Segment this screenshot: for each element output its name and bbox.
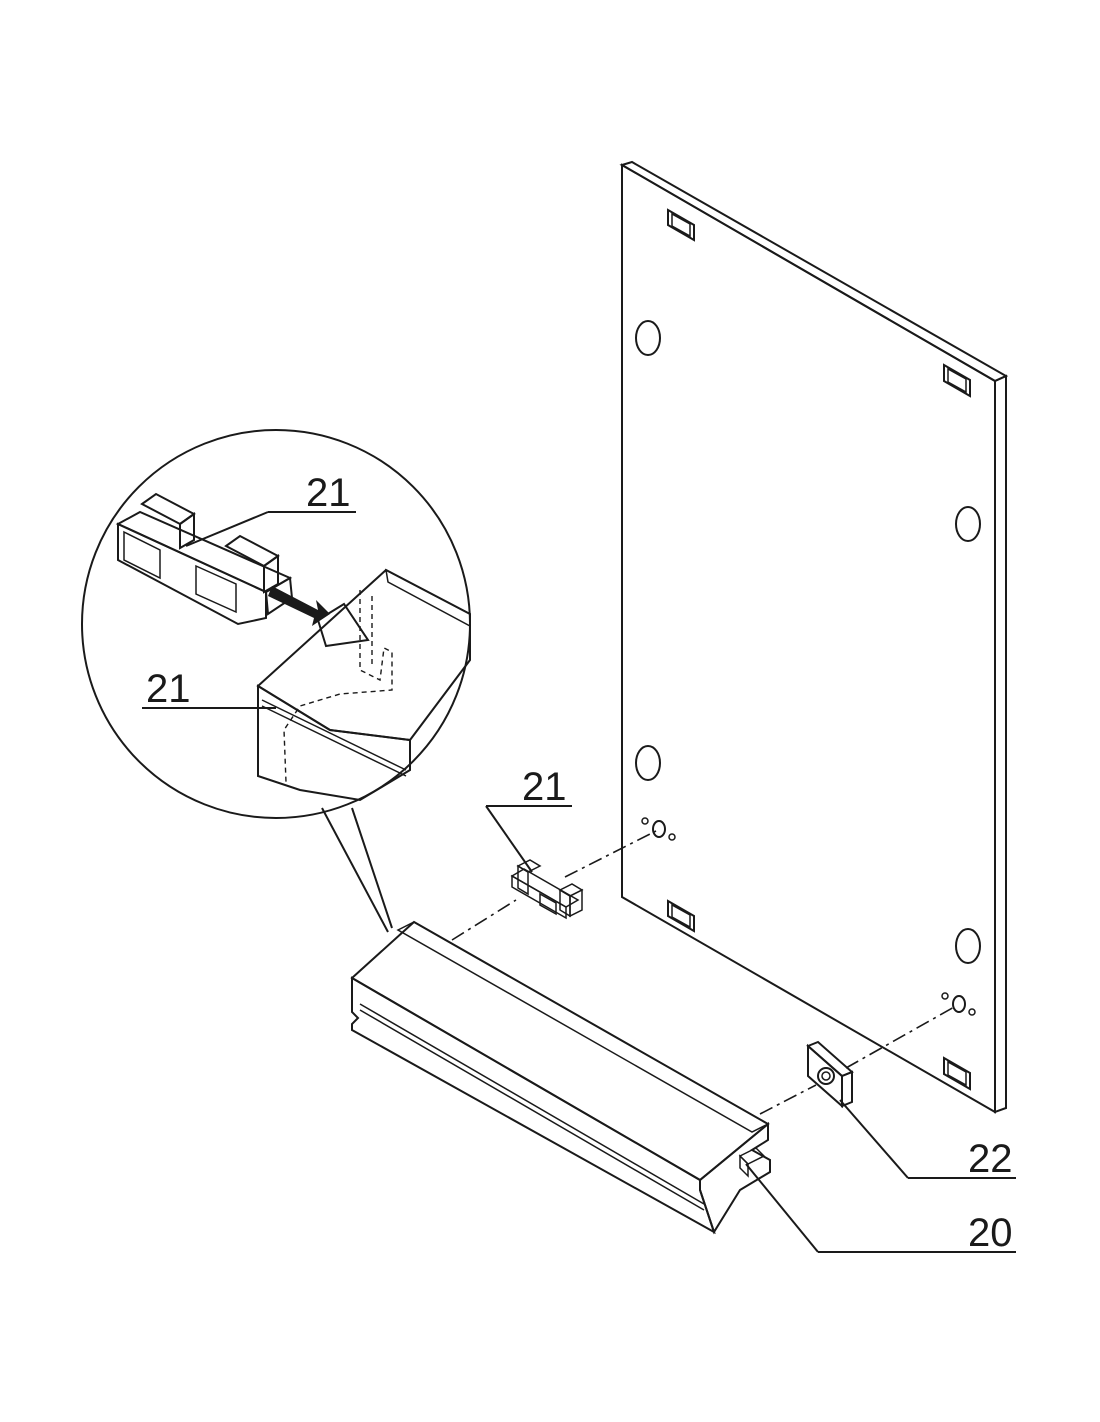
front-panel [619, 160, 1009, 1114]
callout-22-nut: 22 [968, 1137, 1013, 1181]
panel-fixing-holes-left [641, 817, 676, 841]
panel-face [621, 163, 996, 1114]
detail-clip [115, 492, 294, 626]
detail-circle [81, 429, 471, 819]
assembly-center-lines [451, 830, 957, 1115]
panel-right-edge [994, 374, 1007, 1114]
panel-slot-bottom-right [943, 1056, 971, 1091]
callout-21-detail-top: 21 [306, 471, 351, 515]
panel-hole-lower-left [635, 745, 661, 781]
panel-fixing-holes-right [941, 992, 976, 1016]
leader-lines [142, 511, 1016, 1253]
handle-end-profile [699, 1121, 771, 1235]
detail-view [81, 429, 471, 819]
panel-slot-top-left [667, 208, 695, 242]
panel-slot-bottom-left [667, 899, 695, 933]
detail-guide-line-right [351, 807, 393, 929]
handle-profile [350, 920, 771, 1235]
insertion-arrow [268, 586, 370, 648]
panel-hole-upper-left [635, 320, 661, 356]
detail-guide-line-left [321, 807, 389, 933]
clip-part-main [510, 859, 584, 920]
panel-slot-top-right [943, 363, 971, 398]
panel-hole-mid-right [955, 506, 981, 542]
cage-nut [806, 1040, 854, 1109]
panel-top-edge [619, 160, 1009, 383]
detail-handle-end [256, 568, 471, 802]
panel-hole-lower-right [955, 928, 981, 964]
callout-21-detail-side: 21 [146, 667, 191, 711]
callout-21-clip: 21 [522, 765, 567, 809]
callout-20-handle: 20 [968, 1211, 1013, 1255]
